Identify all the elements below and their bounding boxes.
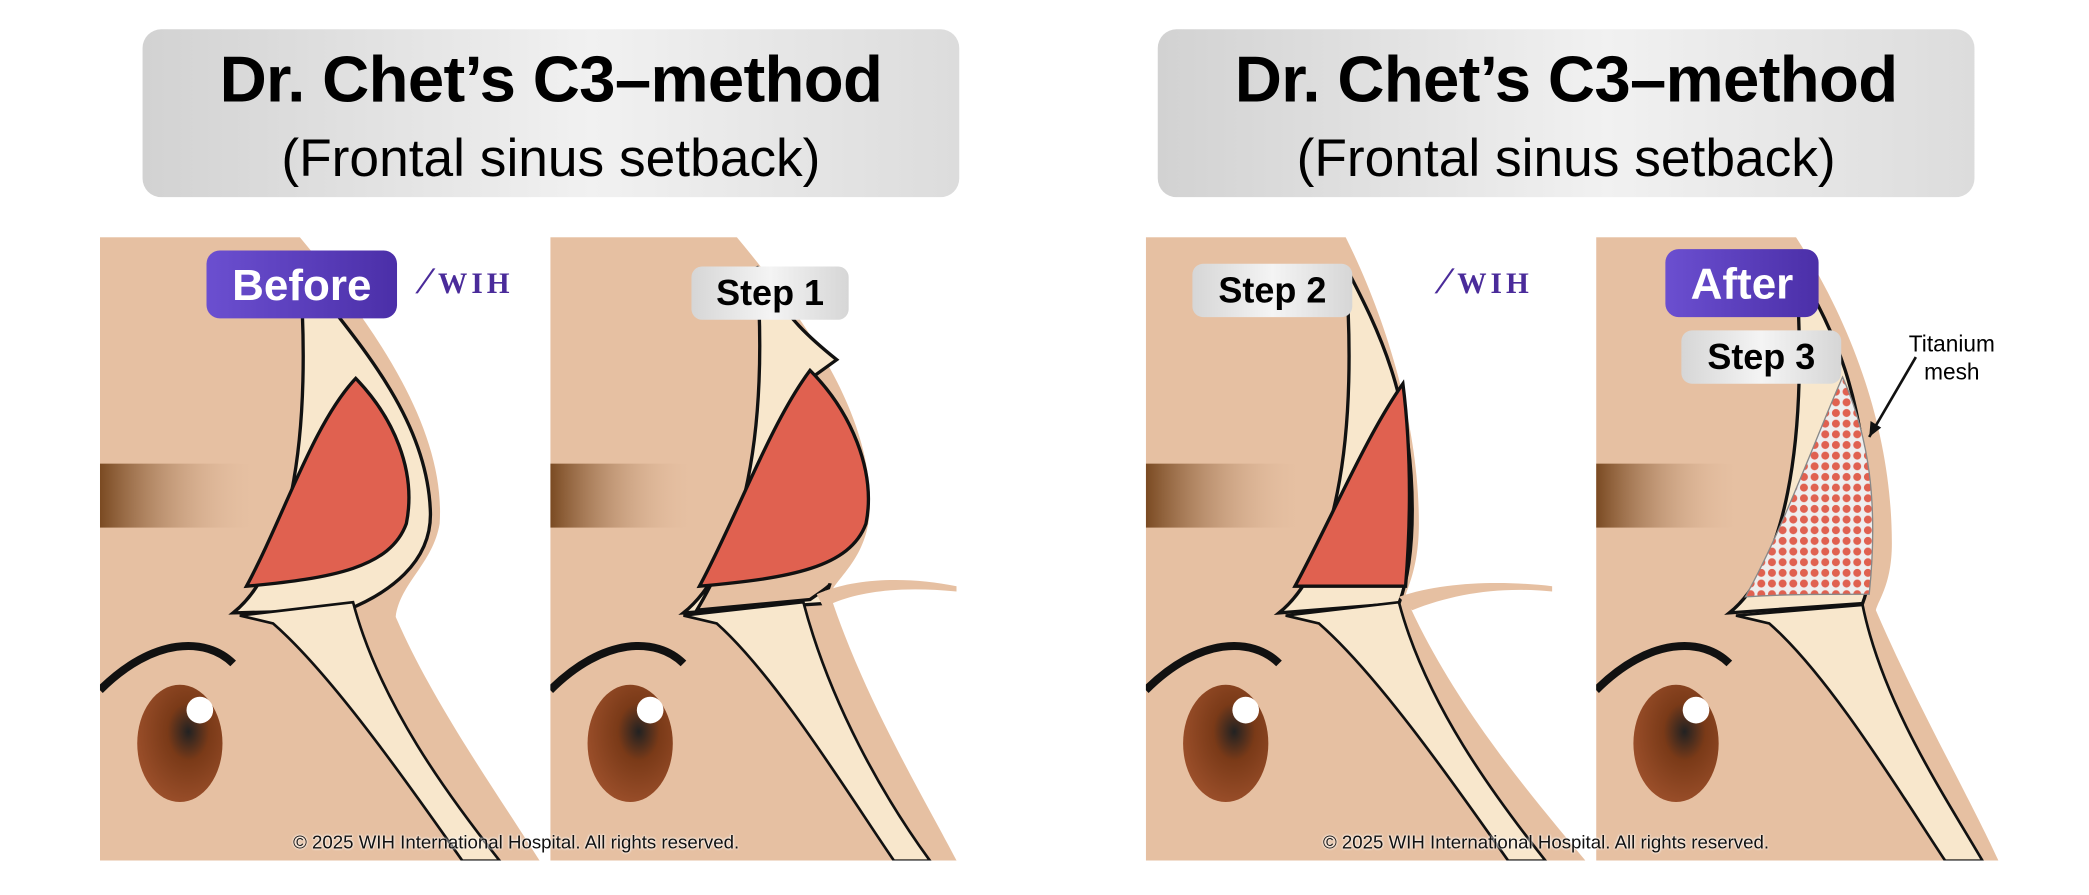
after-illustration: After Step 3 xyxy=(1596,237,1999,861)
right-copyright: © 2025 WIH International Hospital. All r… xyxy=(1322,831,1770,853)
right-subtitle: (Frontal sinus setback) xyxy=(1296,129,1836,188)
skull-profile-step2 xyxy=(1145,237,1586,861)
skull-profile-before xyxy=(99,237,540,861)
left-title: Dr. Chet’s C3–method xyxy=(219,43,883,116)
left-subtitle: (Frontal sinus setback) xyxy=(281,129,821,188)
skull-profile-step1 xyxy=(550,237,957,861)
arrow-head-icon xyxy=(1869,421,1882,437)
left-title-box: Dr. Chet’s C3–method (Frontal sinus setb… xyxy=(142,29,960,198)
right-title: Dr. Chet’s C3–method xyxy=(1234,43,1898,116)
step2-badge: Step 2 xyxy=(1192,263,1353,318)
annotation-arrow xyxy=(1868,356,1917,438)
titanium-mesh-label: Titanium mesh xyxy=(1908,331,1995,386)
step1-illustration: Step 1 xyxy=(550,237,957,861)
step2-illustration: Step 2 /WIH xyxy=(1145,237,1586,861)
after-badge: After xyxy=(1665,249,1819,318)
step3-badge: Step 3 xyxy=(1681,330,1842,384)
before-badge: Before xyxy=(206,250,398,319)
before-illustration: Before /WIH xyxy=(99,237,540,861)
wih-logo: /WIH xyxy=(1431,261,1533,303)
right-title-box: Dr. Chet’s C3–method (Frontal sinus setb… xyxy=(1157,29,1975,198)
left-copyright: © 2025 WIH International Hospital. All r… xyxy=(293,831,740,853)
step1-badge: Step 1 xyxy=(691,266,849,320)
wih-logo: /WIH xyxy=(412,261,514,303)
